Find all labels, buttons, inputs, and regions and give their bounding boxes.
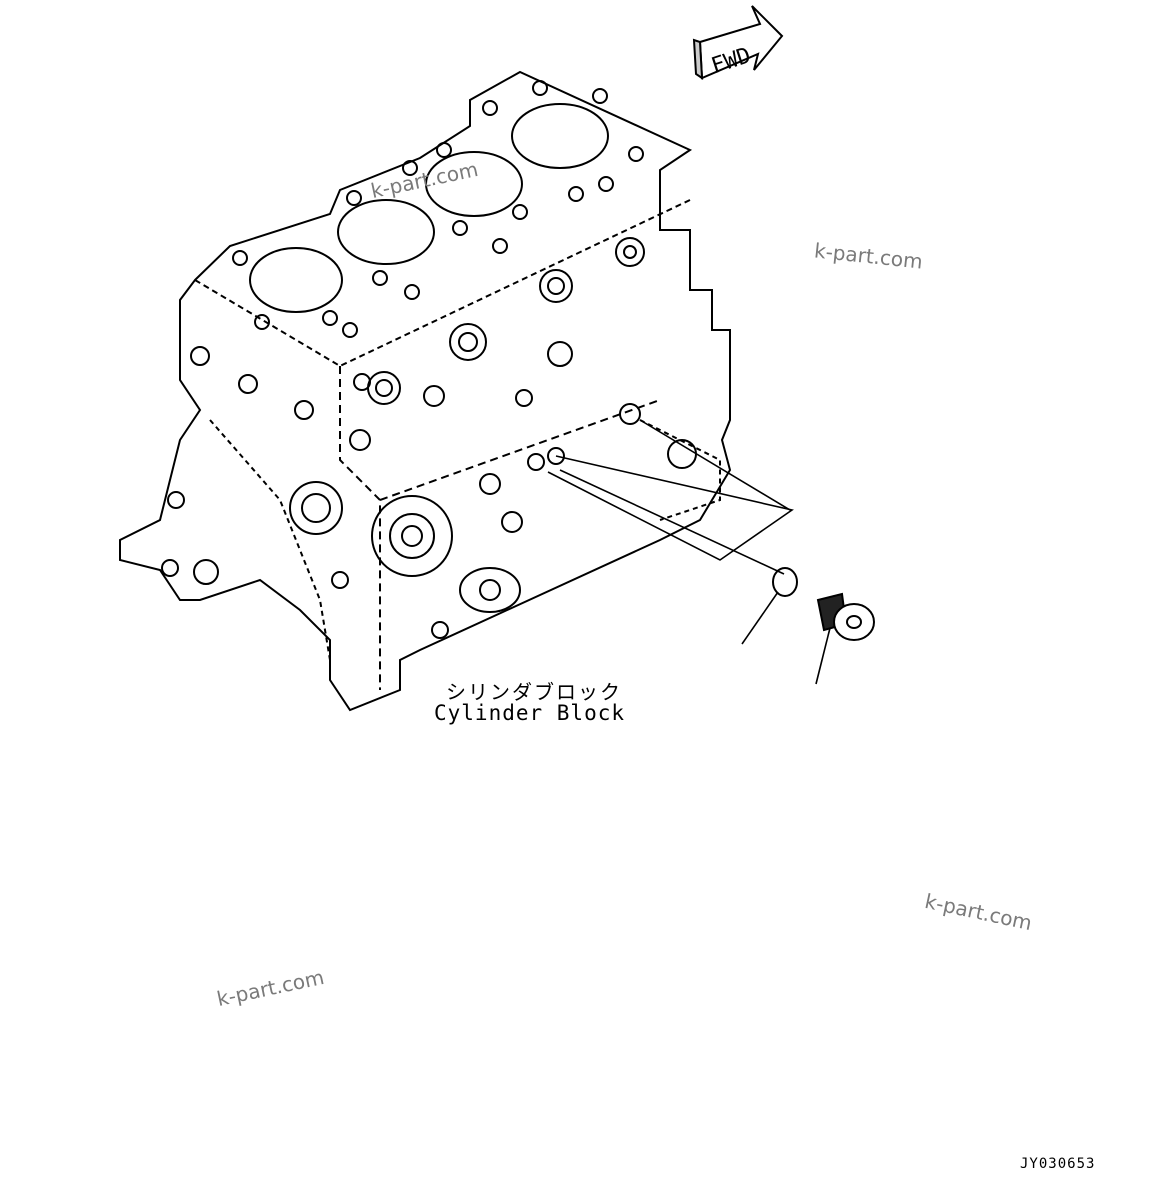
explode-lines [547, 419, 794, 575]
drawing-id: JY030653 [1020, 1156, 1096, 1172]
cylinder-block-drawing [119, 70, 732, 712]
o-ring-part [741, 567, 798, 645]
fwd-arrow-icon: FWD [692, 5, 784, 80]
part-title-japanese: シリンダブロック [446, 680, 622, 704]
part-title-english: Cylinder Block [434, 701, 626, 725]
plug-part [815, 592, 875, 685]
